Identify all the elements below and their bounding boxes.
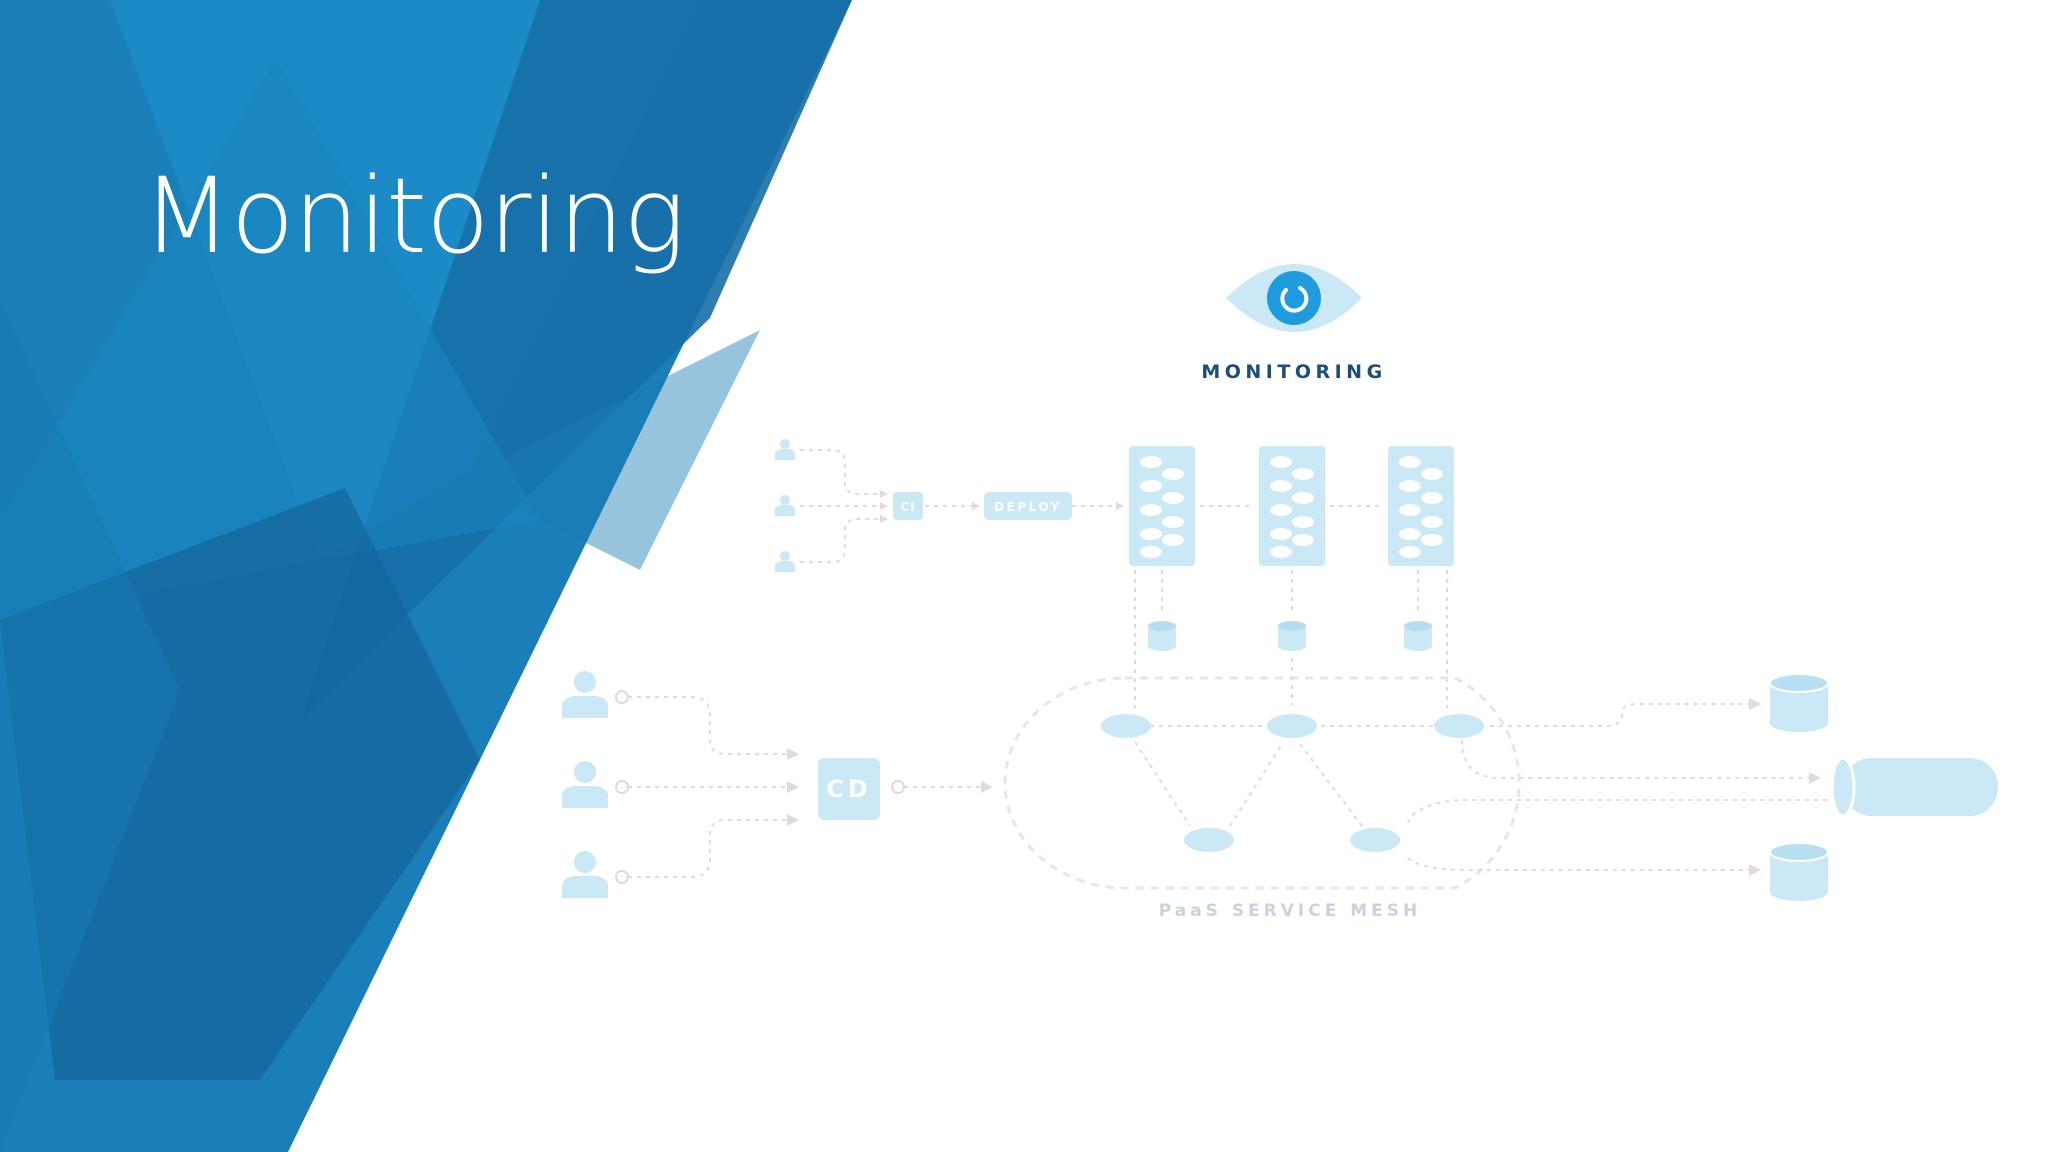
database-icon — [1769, 842, 1829, 902]
service-mesh-boundary — [1003, 676, 1521, 890]
ci-label: CI — [900, 500, 915, 514]
pipe-icon — [1830, 756, 1998, 818]
slide-title: Monitoring — [142, 155, 686, 277]
cd-label: CD — [826, 775, 872, 803]
database-icon — [1148, 621, 1176, 651]
user-icon — [775, 439, 795, 460]
user-icon — [775, 551, 795, 572]
server-rack-icon — [1388, 446, 1454, 566]
mesh-links — [1134, 725, 1436, 827]
mesh-label: PaaS SERVICE MESH — [1159, 901, 1422, 921]
rack-connectors — [1134, 570, 1448, 708]
user-icon — [562, 761, 608, 808]
eye-icon — [1226, 264, 1362, 332]
ci-box: CI — [893, 492, 923, 520]
service-node-icon — [1101, 714, 1484, 852]
database-icon — [1404, 621, 1432, 651]
deploy-label: DEPLOY — [994, 500, 1062, 514]
monitoring-label: MONITORING — [1201, 361, 1386, 383]
user-icon — [562, 671, 608, 718]
database-icon — [1278, 621, 1306, 651]
user-icon — [562, 851, 608, 898]
external-connectors — [1407, 698, 1836, 876]
database-icon — [1769, 673, 1829, 733]
cd-box: CD — [818, 758, 880, 820]
server-rack-icon — [1129, 446, 1195, 566]
server-rack-icon — [1259, 446, 1325, 566]
ci-connectors — [800, 449, 1382, 563]
deploy-box: DEPLOY — [984, 492, 1072, 520]
cd-connectors — [615, 690, 993, 884]
user-icon — [775, 495, 795, 516]
